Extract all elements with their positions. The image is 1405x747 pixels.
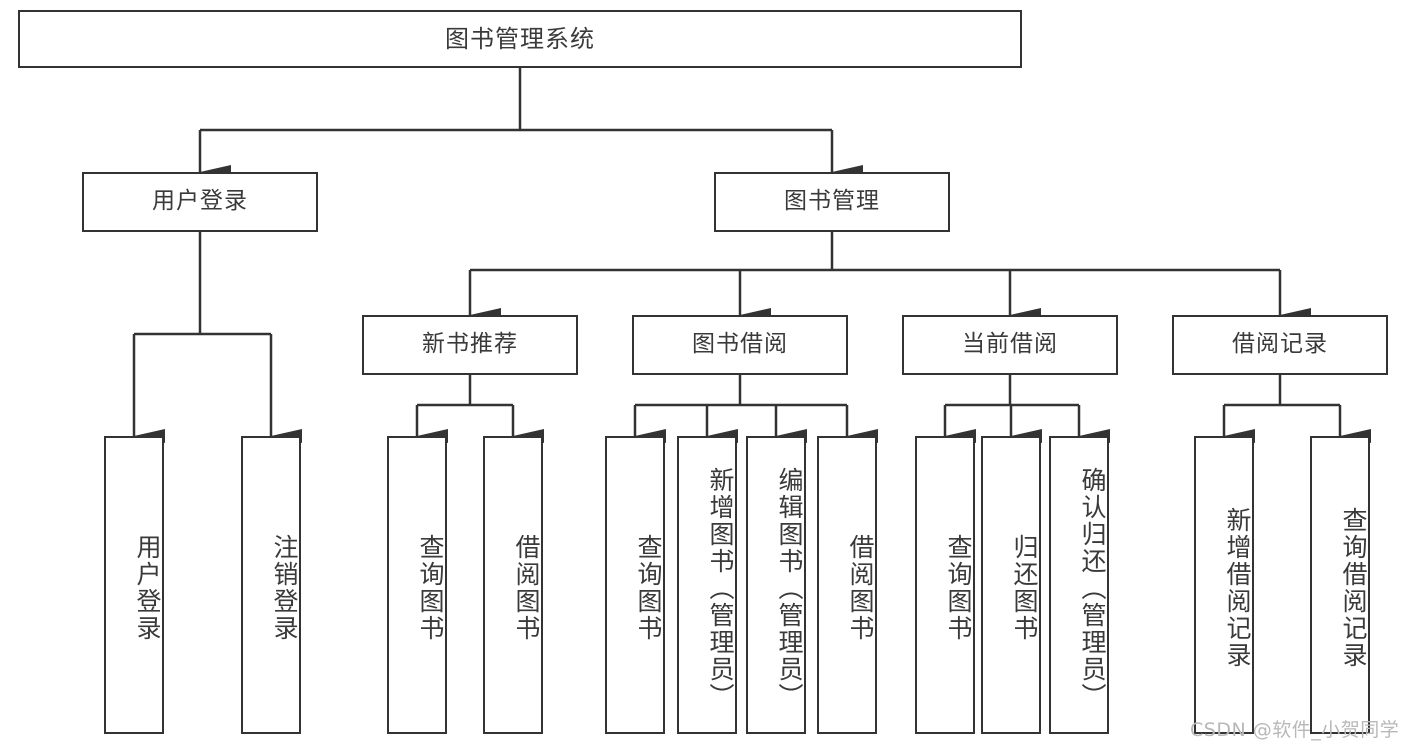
leaf-confirm-return-admin[interactable]: 确认归还（管理员）: [1049, 436, 1109, 734]
leaf-borrow-book[interactable]: 借阅图书: [817, 436, 877, 734]
leaf-return-book[interactable]: 归还图书: [981, 436, 1041, 734]
leaf-query-book-borrow[interactable]: 查询图书: [605, 436, 665, 734]
node-root-system[interactable]: 图书管理系统: [18, 10, 1022, 68]
csdn-watermark: CSDN @软件_小贺同学: [1190, 719, 1400, 741]
leaf-add-borrow-record[interactable]: 新增借阅记录: [1194, 436, 1254, 734]
leaf-query-book-recommend[interactable]: 查询图书: [387, 436, 447, 734]
node-current-borrow[interactable]: 当前借阅: [902, 315, 1118, 375]
node-book-borrow[interactable]: 图书借阅: [632, 315, 848, 375]
leaf-query-borrow-record[interactable]: 查询借阅记录: [1310, 436, 1370, 734]
leaf-logout-login[interactable]: 注销登录: [241, 436, 301, 734]
leaf-query-book-current[interactable]: 查询图书: [915, 436, 975, 734]
node-new-book-recommend[interactable]: 新书推荐: [362, 315, 578, 375]
leaf-add-book-admin[interactable]: 新增图书（管理员）: [677, 436, 737, 734]
leaf-edit-book-admin[interactable]: 编辑图书（管理员）: [746, 436, 806, 734]
leaf-user-login[interactable]: 用户登录: [104, 436, 164, 734]
leaf-borrow-book-recommend[interactable]: 借阅图书: [483, 436, 543, 734]
node-borrow-record[interactable]: 借阅记录: [1172, 315, 1388, 375]
node-book-manage[interactable]: 图书管理: [714, 172, 950, 232]
node-user-login[interactable]: 用户登录: [82, 172, 318, 232]
